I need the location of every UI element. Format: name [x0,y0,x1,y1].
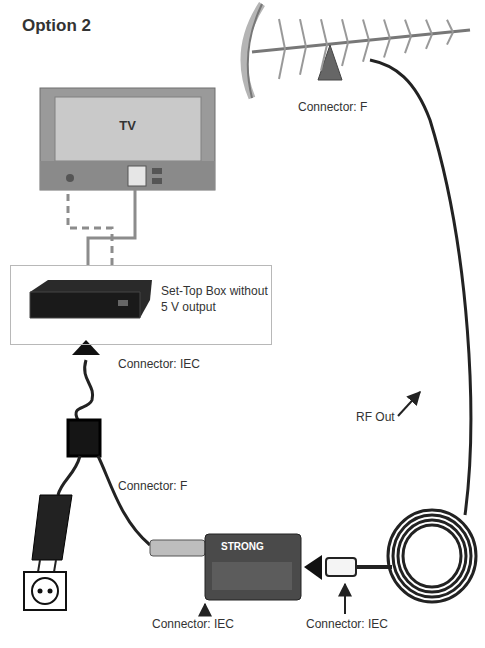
antenna-illustration [244,4,470,98]
antenna-element [363,41,369,62]
antenna-element [279,19,285,49]
antenna-element [300,47,306,75]
antenna-element [384,39,390,58]
brand-name: STRONG [221,541,264,553]
set-top-box: Set-Top Box without 5 V output [10,265,272,345]
leader-arrow [344,584,346,614]
antenna-element [363,19,369,40]
node-text: TV [40,118,215,135]
input-arrow [72,340,100,355]
tv: TV [40,88,215,190]
antenna-element [384,20,390,39]
antenna-element [321,19,327,45]
part-label: Connector: IEC [306,617,388,631]
cable-coil [326,60,476,602]
connection-arrow [304,555,322,580]
antenna-element [279,49,285,79]
part-label: RF Out [356,410,395,424]
set-top-box-illustration [30,280,152,318]
part-label: Connector: IEC [152,617,234,631]
leader-arrow [204,604,206,614]
antenna-element [426,20,432,35]
antenna-element [300,19,306,47]
leader-arrow [398,392,420,416]
cable-winding [388,510,476,602]
antenna-element [426,34,432,49]
amplifier [150,534,301,600]
antenna-element [447,20,453,32]
part-label: Connector: IEC [118,357,200,371]
part-label: Connector: F [298,100,367,114]
cable-winding [398,520,466,592]
antenna-element [342,43,348,66]
node-text: Set-Top Box without 5 V output [161,284,269,315]
cable-winding [403,525,461,587]
antenna-element [342,19,348,42]
antenna-element [447,32,453,44]
title: Option 2 [22,16,91,36]
antenna-element [405,20,411,37]
part-label: Connector: F [118,479,187,493]
antenna-element [321,45,327,71]
antenna-element [405,36,411,53]
tv-illustration [40,88,215,190]
av-cable [68,190,112,265]
cable-winding [393,515,471,597]
